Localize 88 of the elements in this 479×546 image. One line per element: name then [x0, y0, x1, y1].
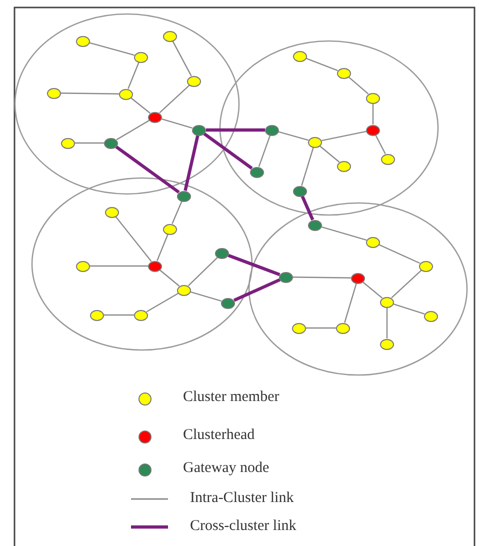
sensor-node [293, 50, 307, 62]
sensor-node [90, 310, 104, 320]
intra-cluster-link [386, 308, 388, 338]
intra-cluster-link [161, 118, 193, 129]
intra-cluster-link [372, 104, 374, 124]
intra-cluster-link [348, 76, 369, 94]
sensor-node [419, 260, 433, 272]
sensor-node [380, 338, 394, 350]
intra-cluster-link [172, 40, 192, 76]
sensor-node [76, 260, 90, 272]
intra-cluster-link [116, 120, 150, 140]
cross-cluster-link [115, 145, 180, 194]
intra-cluster-link [60, 92, 120, 94]
sensor-node [76, 36, 90, 46]
cross-cluster-link [300, 196, 314, 220]
sensor-node [250, 166, 264, 178]
intra-cluster-link [278, 131, 309, 141]
sensor-node [366, 92, 380, 104]
sensor-node [177, 284, 191, 296]
intra-cluster-link [128, 62, 140, 89]
sensor-node [221, 298, 235, 308]
sensor-node [308, 136, 322, 148]
sensor-node [366, 236, 380, 248]
intra-cluster-link [146, 292, 179, 312]
sensor-node [336, 322, 350, 334]
intra-cluster-link [362, 282, 383, 298]
cross-cluster-link [184, 135, 200, 191]
intra-cluster-link [90, 265, 148, 267]
sensor-node [47, 88, 61, 98]
legend-label: Clusterhead [183, 426, 255, 444]
intra-cluster-link [104, 314, 134, 316]
intra-cluster-link [156, 234, 168, 261]
intra-cluster-link [115, 216, 152, 262]
intra-cluster-link [159, 270, 180, 286]
cross-cluster-link [203, 132, 253, 170]
intra-cluster-link [319, 146, 340, 162]
intra-cluster-link [378, 244, 420, 264]
legend-label: Cluster member [183, 388, 280, 406]
intra-cluster-link [375, 134, 386, 154]
intra-cluster-link [188, 256, 218, 286]
sensor-node [187, 76, 201, 86]
sensor-node [380, 296, 394, 308]
sensor-node [265, 124, 279, 136]
sensor-node [381, 154, 395, 164]
sensor-node [148, 260, 162, 272]
sensor-node [163, 30, 177, 42]
sensor-node [134, 52, 148, 62]
sensor-node [163, 224, 177, 234]
legend-label: Gateway node [183, 459, 270, 477]
intra-cluster-link [190, 291, 222, 302]
sensor-node [366, 124, 380, 136]
intra-cluster-link [172, 200, 182, 224]
sensor-node [104, 138, 118, 148]
cross-cluster-link [206, 128, 265, 132]
legend-label: Intra-Cluster link [190, 489, 294, 507]
intra-cluster-link [321, 226, 367, 241]
sensor-node [308, 220, 322, 230]
sensor-node [337, 160, 351, 172]
legend-label: Cross-cluster link [190, 517, 296, 535]
intra-cluster-link [130, 97, 150, 114]
intra-cluster-link [292, 276, 352, 278]
sensor-node [424, 310, 438, 322]
sensor-node [192, 124, 206, 136]
sensor-node [134, 310, 148, 320]
intra-cluster-link [75, 142, 104, 144]
cross-cluster-link [228, 254, 280, 276]
sensor-node [148, 112, 162, 122]
sensor-node [215, 248, 229, 258]
cross-cluster-link [233, 278, 281, 302]
sensor-node [293, 186, 307, 196]
intra-cluster-link [159, 84, 190, 114]
sensor-node [292, 322, 306, 334]
intra-cluster-link [258, 135, 271, 167]
sensor-node [337, 68, 351, 78]
intra-cluster-link [89, 42, 135, 56]
intra-cluster-link [322, 130, 366, 142]
intra-cluster-link [391, 270, 422, 298]
sensor-node [105, 206, 119, 218]
intra-cluster-link [393, 304, 425, 314]
sensor-node [177, 190, 191, 202]
sensor-node [351, 272, 365, 284]
sensor-node [119, 88, 133, 100]
intra-cluster-link [344, 283, 357, 323]
intra-cluster-link [306, 327, 336, 329]
intra-cluster-link [301, 147, 314, 186]
sensor-node [279, 272, 293, 282]
intra-cluster-link [306, 58, 338, 72]
sensor-node [61, 138, 75, 148]
